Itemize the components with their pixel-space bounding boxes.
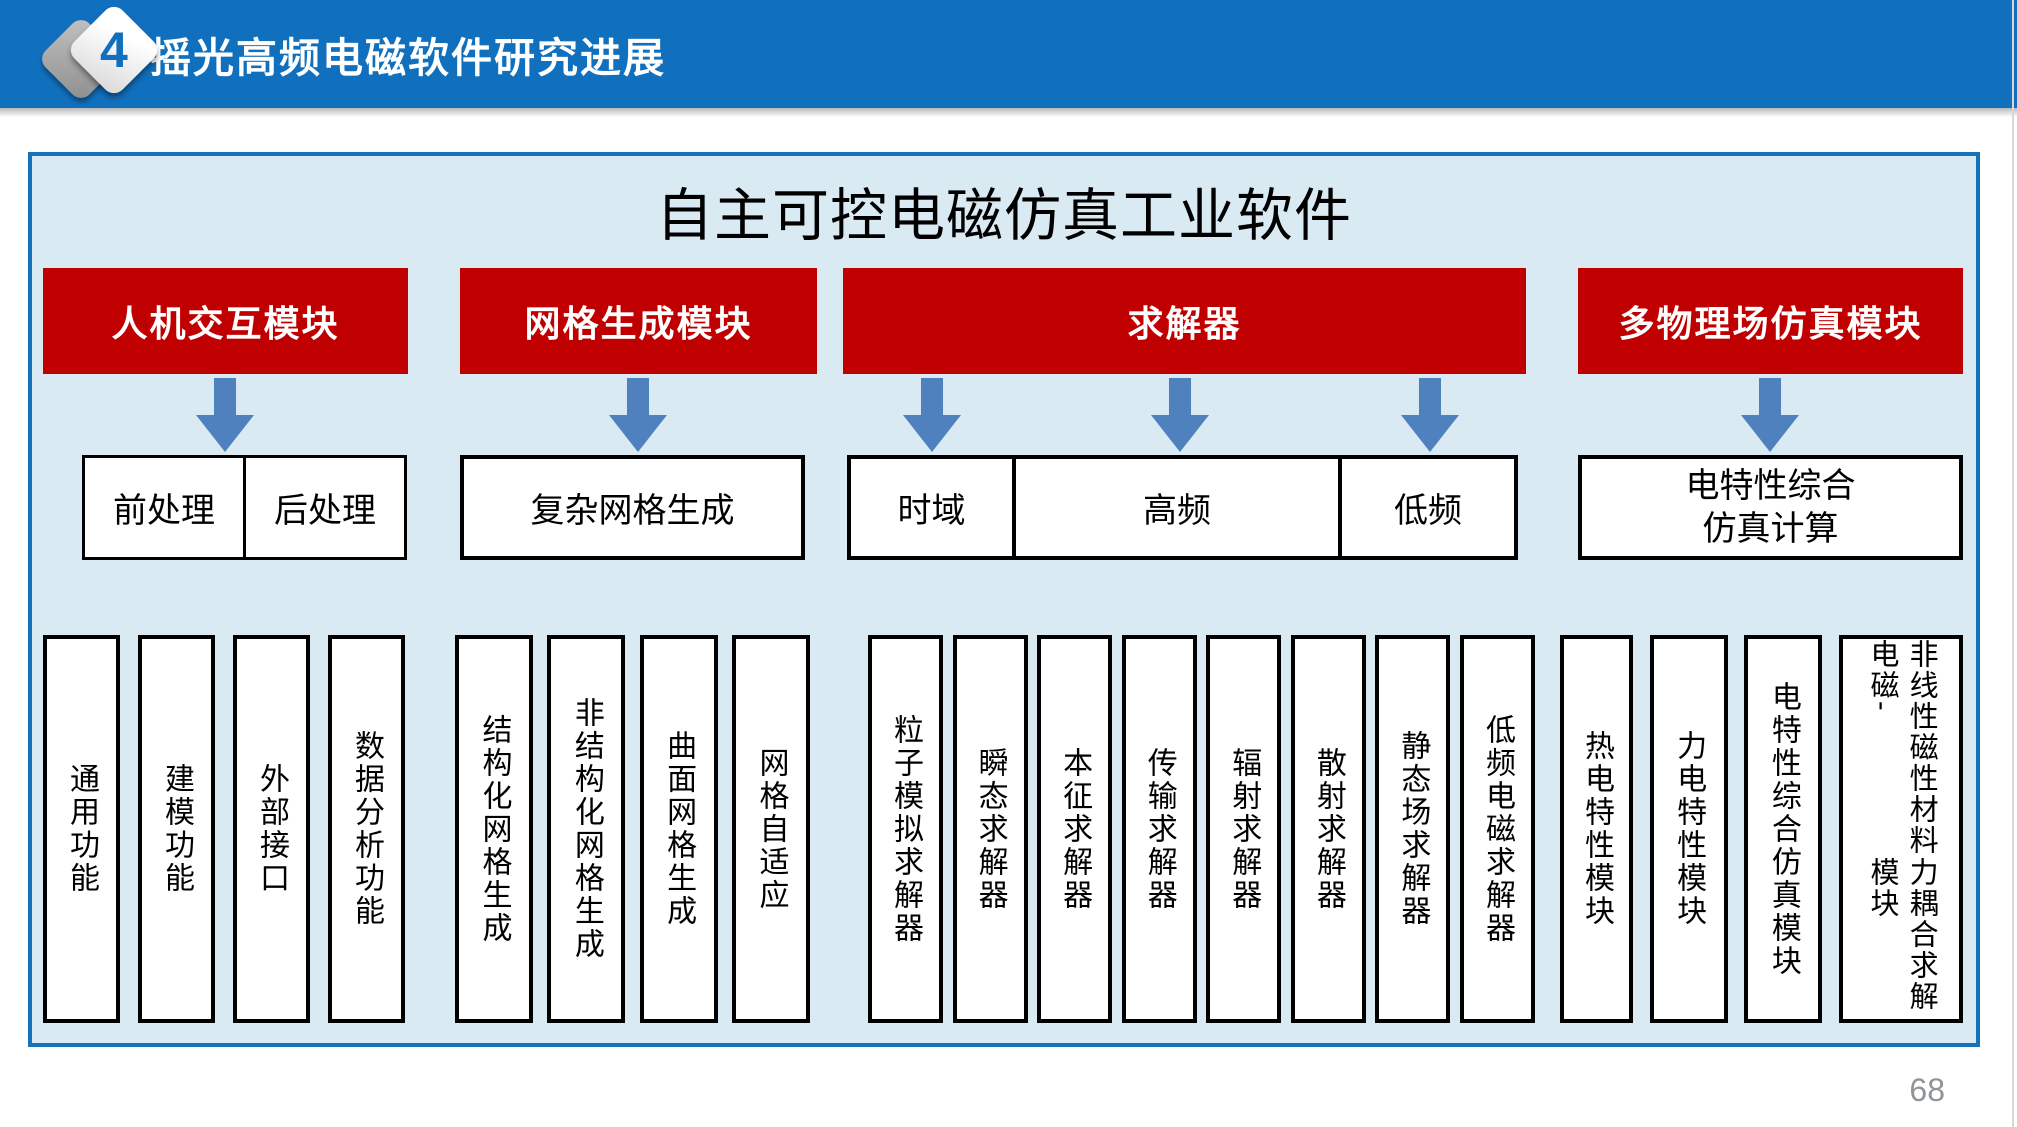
- item-box: 外部接口: [233, 635, 310, 1023]
- diagram-panel: 自主可控电磁仿真工业软件 人机交互模块 网格生成模块 求解器 多物理场仿真模块 …: [28, 152, 1980, 1047]
- item-box: 热电特性模块: [1560, 635, 1633, 1023]
- box-line: 仿真计算: [1702, 509, 1839, 548]
- module-header-multiphysics: 多物理场仿真模块: [1578, 268, 1963, 374]
- item-group-mesh: 结构化网格生成 非结构化网格生成 曲面网格生成 网格自适应: [455, 635, 810, 1023]
- box-pre-post-processing: 前处理 后处理: [82, 455, 407, 560]
- right-edge-line: [2012, 0, 2014, 1127]
- item-label-multiline: 非线性磁性材料电磁- 力耦合求解模块: [1862, 639, 1940, 1019]
- item-box: 粒子模拟求解器: [868, 635, 943, 1023]
- item-label: 建模功能: [160, 763, 193, 895]
- down-arrow-icon: [609, 378, 667, 452]
- item-label: 网格自适应: [754, 746, 788, 912]
- item-label: 散射求解器: [1311, 746, 1345, 912]
- item-label: 结构化网格生成: [477, 713, 511, 945]
- item-group-solver: 粒子模拟求解器 瞬态求解器 本征求解器 传输求解器 辐射求解器 散射求解器 静态…: [868, 635, 1535, 1023]
- item-box: 散射求解器: [1290, 635, 1366, 1023]
- item-box: 力电特性模块: [1649, 635, 1728, 1023]
- down-arrow-icon: [196, 378, 254, 452]
- item-box: 低频电磁求解器: [1459, 635, 1535, 1023]
- box-time-domain: 时域: [851, 459, 1016, 556]
- diagram-title: 自主可控电磁仿真工业软件: [656, 184, 1352, 248]
- page-number: 68: [1909, 1072, 1945, 1108]
- item-label: 热电特性模块: [1580, 730, 1613, 928]
- item-box: 传输求解器: [1121, 635, 1197, 1023]
- down-arrow-icon: [1151, 378, 1209, 452]
- item-label: 辐射求解器: [1227, 746, 1261, 912]
- section-badge: 4: [36, 0, 166, 120]
- section-number: 4: [100, 22, 128, 78]
- down-arrow-icon: [1741, 378, 1799, 452]
- item-label: 低频电磁求解器: [1480, 713, 1514, 945]
- item-label: 曲面网格生成: [662, 730, 696, 928]
- item-box: 建模功能: [138, 635, 215, 1023]
- item-label: 静态场求解器: [1396, 730, 1430, 928]
- module-header-mesh: 网格生成模块: [460, 268, 817, 374]
- item-box: 非结构化网格生成: [547, 635, 626, 1023]
- box-low-frequency: 低频: [1394, 492, 1462, 530]
- down-arrow-icon: [1401, 378, 1459, 452]
- item-box: 数据分析功能: [328, 635, 405, 1023]
- item-box: 曲面网格生成: [639, 635, 718, 1023]
- module-header-solver: 求解器: [843, 268, 1526, 374]
- header-bar: 摇光高频电磁软件研究进展: [0, 0, 2017, 117]
- item-label: 数据分析功能: [350, 730, 383, 928]
- item-label: 非结构化网格生成: [569, 697, 603, 961]
- item-label: 瞬态求解器: [973, 746, 1007, 912]
- item-label-line: 力耦合求解模块: [1865, 856, 1938, 1012]
- box-electrical-comprehensive-simulation: 电特性综合 仿真计算: [1578, 455, 1963, 560]
- down-arrow-icon: [903, 378, 961, 452]
- item-box: 通用功能: [43, 635, 120, 1023]
- item-box: 电特性综合仿真模块: [1744, 635, 1823, 1023]
- box-high-frequency: 高频: [1016, 459, 1342, 556]
- module-header-hmi: 人机交互模块: [43, 268, 408, 374]
- slide-title: 摇光高频电磁软件研究进展: [150, 35, 666, 81]
- item-label: 外部接口: [255, 763, 288, 895]
- item-label: 粒子模拟求解器: [889, 713, 922, 945]
- item-box: 瞬态求解器: [952, 635, 1028, 1023]
- box-complex-mesh-generation: 复杂网格生成: [460, 455, 805, 560]
- item-label-line: 非线性磁性材料电磁-: [1865, 639, 1938, 856]
- item-box: 本征求解器: [1037, 635, 1113, 1023]
- box-post-processing: 后处理: [274, 492, 376, 530]
- item-label: 电特性综合仿真模块: [1766, 680, 1800, 978]
- box-pre-processing: 前处理: [85, 458, 246, 557]
- item-group-hmi: 通用功能 建模功能 外部接口 数据分析功能: [43, 635, 405, 1023]
- item-box: 辐射求解器: [1206, 635, 1282, 1023]
- item-label: 本征求解器: [1058, 746, 1092, 912]
- item-label: 通用功能: [65, 763, 98, 895]
- box-solver-domains: 时域 高频 低频: [847, 455, 1518, 560]
- item-box: 网格自适应: [731, 635, 810, 1023]
- item-box: 静态场求解器: [1375, 635, 1451, 1023]
- box-line: 电特性综合: [1685, 467, 1856, 505]
- item-label: 力电特性模块: [1672, 730, 1706, 928]
- item-group-multiphysics: 热电特性模块 力电特性模块 电特性综合仿真模块 非线性磁性材料电磁- 力耦合求解…: [1560, 635, 1963, 1023]
- item-label: 传输求解器: [1142, 746, 1176, 912]
- item-box: 非线性磁性材料电磁- 力耦合求解模块: [1838, 635, 1963, 1023]
- item-box: 结构化网格生成: [455, 635, 533, 1023]
